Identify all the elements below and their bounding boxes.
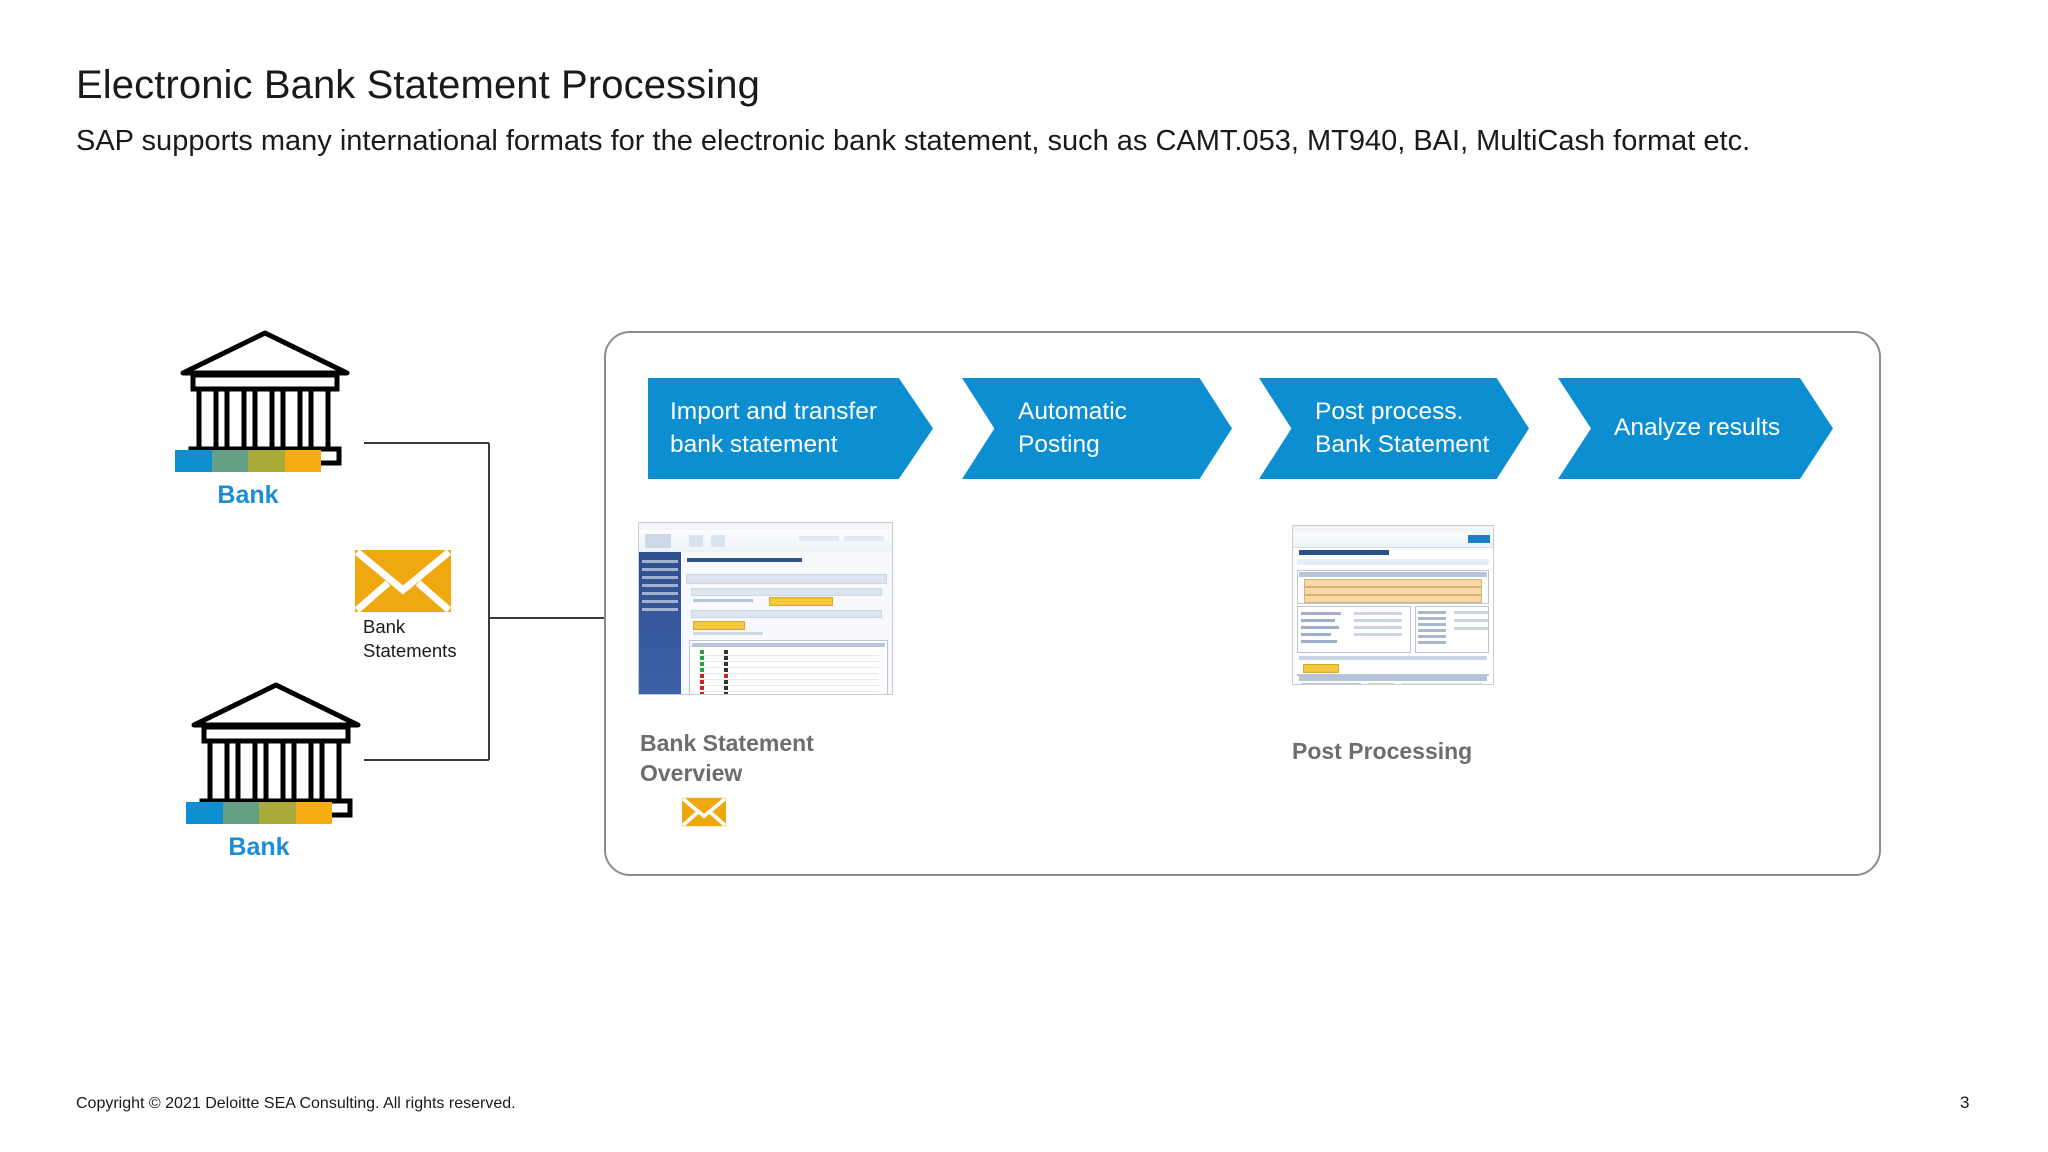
screenshot-caption-bank-statement-overview: Bank Statement Overview	[640, 730, 814, 787]
footer-copyright: Copyright © 2021 Deloitte SEA Consulting…	[76, 1095, 516, 1112]
screenshot-post-processing[interactable]	[1292, 525, 1494, 685]
thumb-icon	[689, 535, 703, 547]
bank-statements-envelope-label: Bank Statements	[363, 616, 457, 662]
envelope-icon	[354, 549, 452, 613]
thumb-tabstrip	[1299, 656, 1487, 660]
thumb-window-title	[1299, 550, 1389, 555]
thumb-subtoolbar	[1297, 559, 1489, 565]
process-step-import-and-transfer-bank-statement[interactable]: Import and transfer bank statement	[648, 378, 933, 479]
thumb-toolbar	[1293, 533, 1493, 548]
bank-source-2: Bank	[186, 677, 366, 861]
thumb-field	[844, 536, 884, 541]
process-step-label: Post process. Bank Statement	[1315, 398, 1490, 458]
process-step-post-process-bank-statement[interactable]: Post process. Bank Statement	[1259, 378, 1529, 479]
bank-color-bar	[186, 802, 332, 824]
thumb-header-grid	[1297, 570, 1489, 604]
process-panel	[604, 331, 1881, 876]
process-step-label: Import and transfer bank statement	[670, 398, 877, 458]
thumb-detail-panel	[1297, 606, 1411, 653]
process-step-automatic-posting[interactable]: Automatic Posting	[962, 378, 1232, 479]
screenshot-bank-statement-overview[interactable]	[638, 522, 893, 695]
bank-label-2: Bank	[228, 833, 290, 861]
bank-color-bar	[175, 450, 321, 472]
bank-label-1: Bank	[217, 481, 279, 509]
bank-statements-envelope	[354, 549, 452, 617]
envelope-icon	[681, 797, 727, 827]
process-step-analyze-results[interactable]: Analyze results	[1558, 378, 1833, 479]
thumb-icon	[645, 534, 671, 548]
thumb-results-grid	[1297, 674, 1489, 684]
bank-statement-overview-envelope	[681, 797, 727, 832]
process-step-label: Automatic Posting	[1018, 398, 1127, 458]
page-subtitle: SAP supports many international formats …	[76, 125, 1751, 157]
thumb-active-tab	[1303, 664, 1339, 673]
thumb-field	[799, 536, 839, 541]
thumb-side-grid	[1415, 606, 1489, 653]
thumb-logo	[1468, 535, 1490, 543]
screenshot-caption-post-processing: Post Processing	[1292, 738, 1473, 764]
thumb-toolbar	[639, 530, 892, 553]
process-step-label: Analyze results	[1614, 414, 1781, 442]
thumb-body	[681, 552, 892, 694]
thumb-left-nav	[639, 552, 681, 694]
footer-page-number: 3	[1960, 1093, 1970, 1112]
page-title: Electronic Bank Statement Processing	[76, 63, 760, 107]
bank-source-1: Bank	[175, 325, 355, 509]
thumb-icon	[711, 535, 725, 547]
